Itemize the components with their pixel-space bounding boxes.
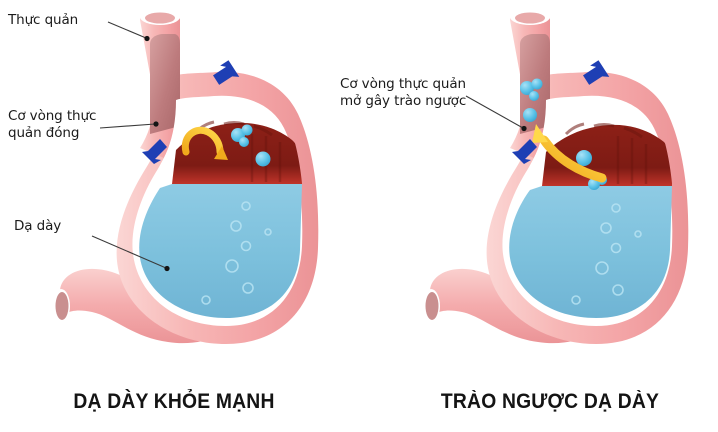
yellow-arrow-reflux (532, 124, 607, 183)
esophagus-top-lumen-right (515, 12, 545, 24)
liquid-bubbles-left (201, 201, 272, 305)
leader-lines-left (91, 21, 170, 272)
label-sphincter-open: Cơ vòng thực quản mở gây trào ngược (340, 76, 467, 109)
label-stomach-left: Dạ dày (14, 218, 62, 234)
blue-arrow-upper-left[interactable] (211, 58, 242, 89)
caption-healthy-stomach: DẠ DÀY KHỎE MẠNH (73, 390, 275, 413)
panel-healthy-stomach (52, 9, 319, 344)
duodenum-lumen-right (425, 292, 439, 320)
blue-arrow-upper-right[interactable] (581, 58, 612, 89)
blue-arrow-lower-left[interactable] (142, 139, 167, 164)
liquid-bubbles-right (571, 203, 642, 305)
gas-bubbles-left (231, 124, 271, 167)
panel-reflux-stomach (422, 9, 689, 344)
label-sphincter-closed: Cơ vòng thực quản đóng (8, 108, 97, 141)
gastric-liquid-right (509, 186, 672, 318)
esophagus-top-lumen-left (145, 12, 175, 24)
duodenum-lumen-left (55, 292, 69, 320)
gastric-rugae-right (564, 122, 643, 139)
blue-arrow-lower-right[interactable] (512, 139, 537, 164)
caption-reflux-stomach: TRÀO NGƯỢC DẠ DÀY (440, 390, 660, 413)
esophagus-lumen-left (150, 34, 180, 134)
label-esophagus-left: Thực quản (8, 12, 79, 28)
yellow-arrow-contained (181, 126, 228, 160)
leader-lines-right (465, 95, 527, 132)
mucosa-folds-right (616, 136, 648, 184)
gastric-liquid-left (139, 184, 302, 318)
gastric-mucosa-left (172, 122, 302, 184)
